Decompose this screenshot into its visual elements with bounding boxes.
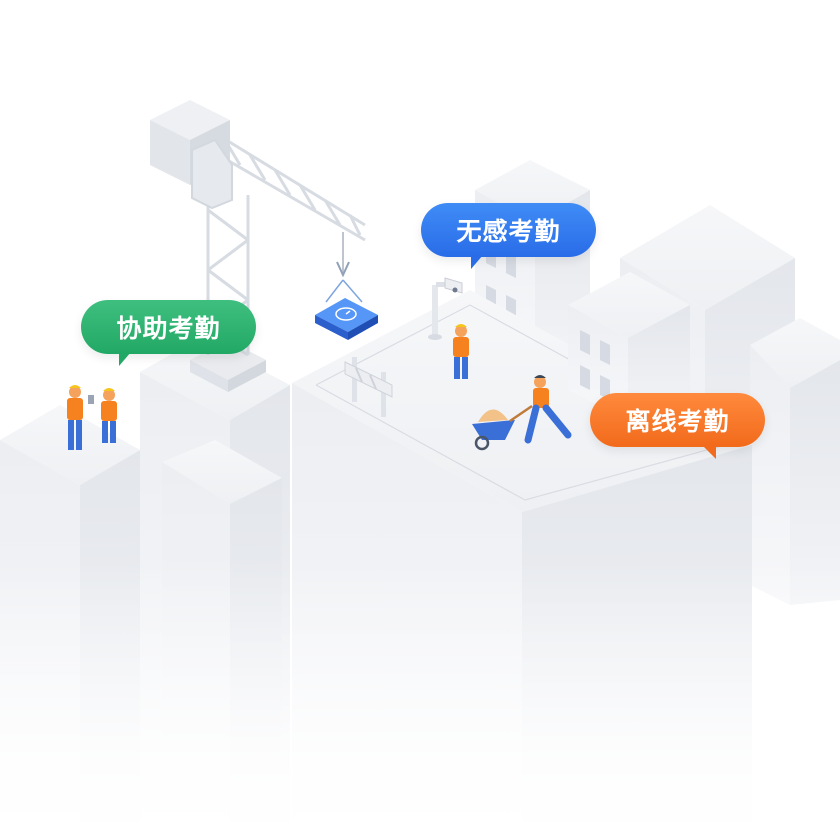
camera-pole-icon	[428, 277, 463, 340]
assist-attendance-label: 协助考勤	[116, 314, 221, 343]
tower-crane-icon	[150, 100, 366, 392]
sensorless-attendance-bubble[interactable]: 无感考勤	[421, 203, 596, 269]
road-barrier-icon	[344, 357, 393, 417]
building-left	[0, 405, 140, 840]
construction-worker-icon	[524, 375, 572, 444]
offline-attendance-bubble[interactable]: 离线考勤	[590, 393, 765, 459]
construction-worker-icon	[67, 385, 117, 450]
building-edge-right	[750, 318, 840, 605]
bubble-tail	[471, 255, 483, 269]
offline-attendance-label: 离线考勤	[625, 407, 730, 436]
attendance-device-icon	[315, 279, 378, 340]
bubble-tail	[702, 445, 716, 459]
sensorless-attendance-label: 无感考勤	[456, 217, 561, 246]
bubble-tail	[119, 352, 131, 366]
building-left-slim	[162, 440, 282, 840]
construction-worker-icon	[453, 324, 469, 379]
assist-attendance-bubble[interactable]: 协助考勤	[81, 300, 256, 366]
wheelbarrow-icon	[472, 404, 533, 451]
building-right-mid	[568, 272, 690, 420]
